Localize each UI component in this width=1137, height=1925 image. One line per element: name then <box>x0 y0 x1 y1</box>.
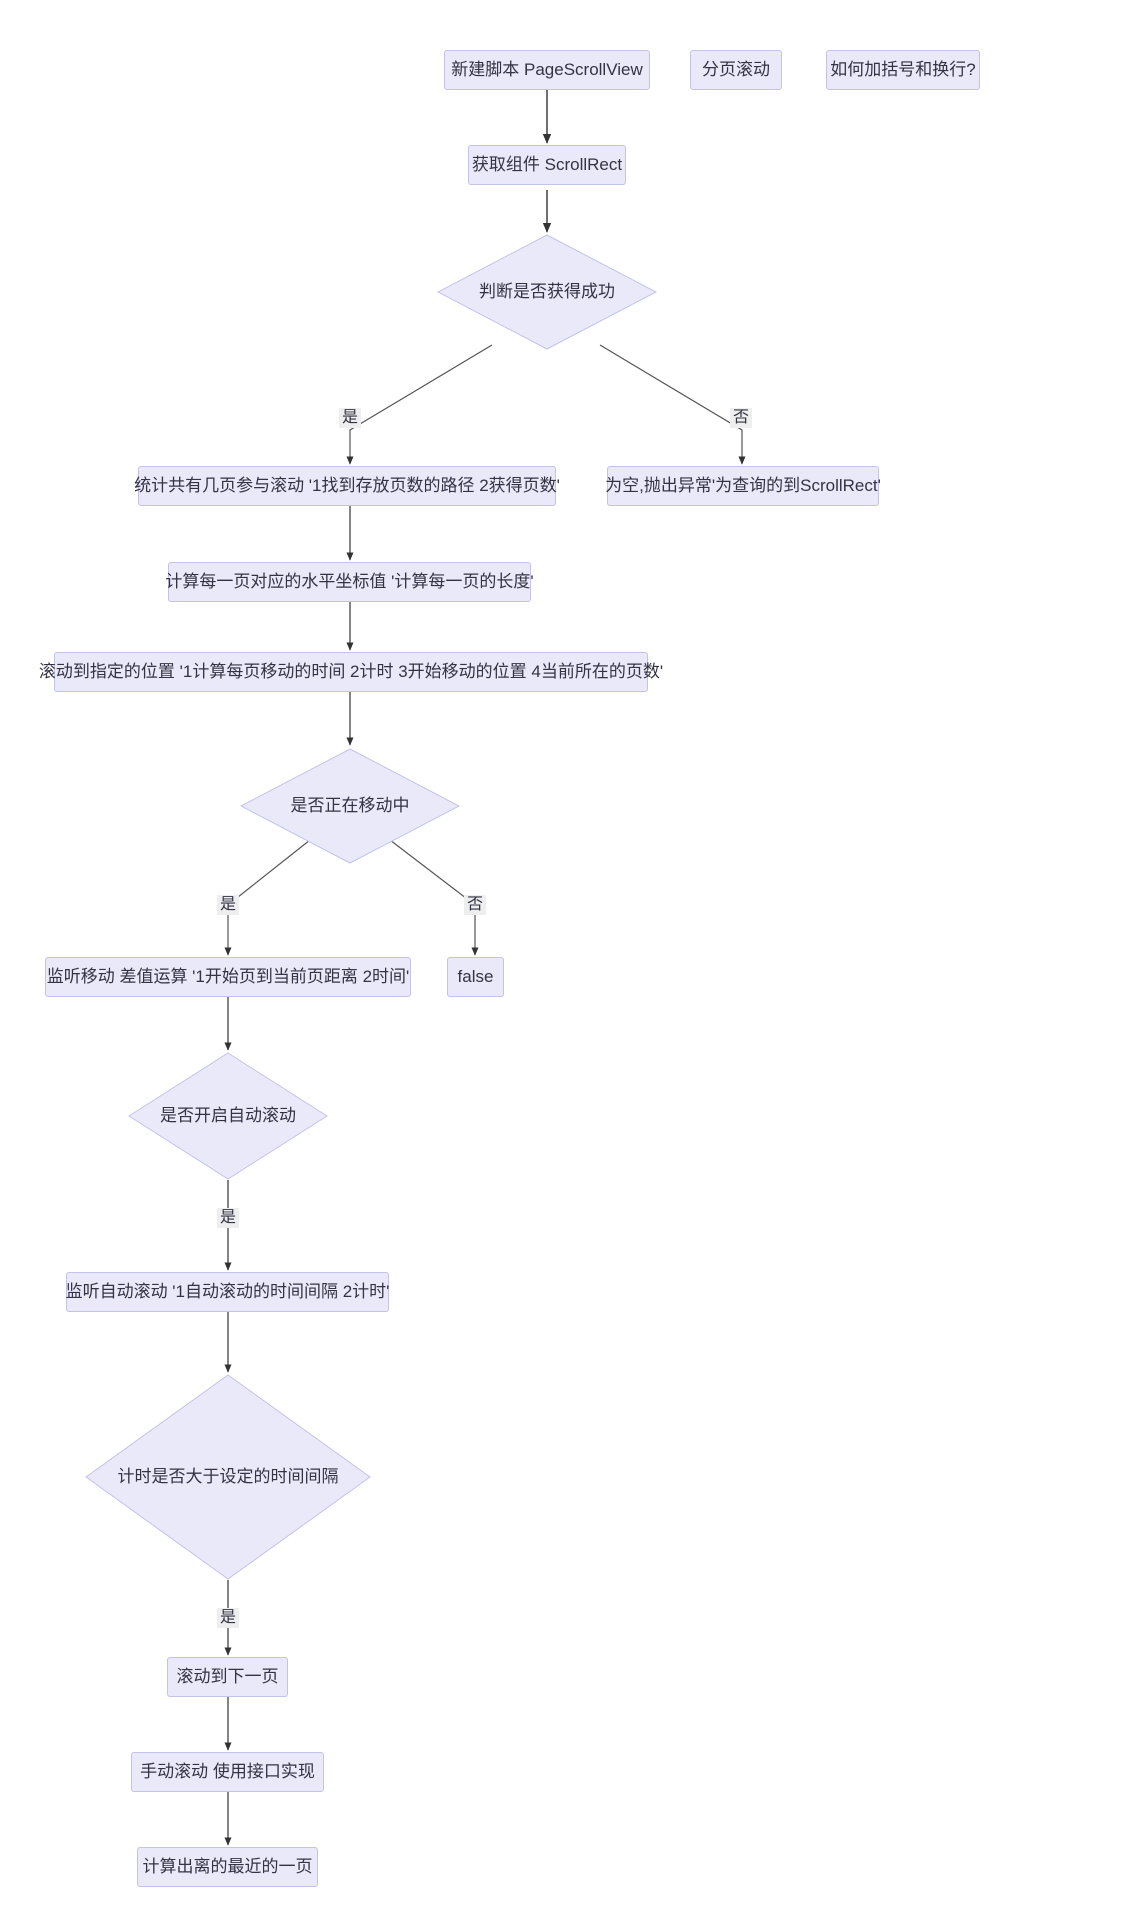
edge-label-text: 否 <box>467 896 484 913</box>
node-new-script[interactable]: 新建脚本 PageScrollView <box>444 50 650 90</box>
node-scroll-next-page[interactable]: 滚动到下一页 <box>167 1657 288 1697</box>
node-compute-nearest-page[interactable]: 计算出离的最近的一页 <box>137 1847 318 1887</box>
edge-label-yes-1: 是 <box>339 408 362 428</box>
node-label: 是否正在移动中 <box>290 796 410 816</box>
edge-label-text: 是 <box>220 896 237 913</box>
node-listen-move[interactable]: 监听移动 差值运算 '1开始页到当前页距离 2时间' <box>45 957 411 997</box>
diamond-shape <box>85 1374 371 1580</box>
node-label: 计时是否大于设定的时间间隔 <box>117 1467 339 1487</box>
node-label: 滚动到下一页 <box>176 1667 279 1687</box>
node-label: 判断是否获得成功 <box>479 282 615 302</box>
node-label: 获取组件 ScrollRect <box>471 155 623 175</box>
edge-label-yes-3: 是 <box>217 1208 240 1228</box>
edge-label-text: 是 <box>342 409 359 426</box>
node-listen-auto-scroll[interactable]: 监听自动滚动 '1自动滚动的时间间隔 2计时' <box>66 1272 389 1312</box>
node-label: false <box>457 967 494 987</box>
node-label: 计算每一页对应的水平坐标值 '计算每一页的长度' <box>165 572 534 592</box>
node-decision-is-moving[interactable]: 是否正在移动中 <box>240 748 460 864</box>
edge-label-no-2: 否 <box>464 895 487 915</box>
node-how-to-bracket-newline[interactable]: 如何加括号和换行? <box>826 50 980 90</box>
node-label: 监听移动 差值运算 '1开始页到当前页距离 2时间' <box>46 967 410 987</box>
node-label: 计算出离的最近的一页 <box>142 1857 313 1877</box>
diamond-shape <box>437 234 657 350</box>
node-decision-acquire-success[interactable]: 判断是否获得成功 <box>437 234 657 350</box>
edge-label-no-1: 否 <box>730 408 753 428</box>
edge-label-text: 是 <box>220 1209 237 1226</box>
diamond-shape <box>240 748 460 864</box>
node-label: 监听自动滚动 '1自动滚动的时间间隔 2计时' <box>65 1282 390 1302</box>
node-compute-page-x[interactable]: 计算每一页对应的水平坐标值 '计算每一页的长度' <box>165 562 534 602</box>
edge-label-text: 否 <box>733 409 750 426</box>
node-decision-auto-scroll-enabled[interactable]: 是否开启自动滚动 <box>128 1052 328 1180</box>
node-throw-exception[interactable]: 为空,抛出异常'为查询的到ScrollRect' <box>605 466 881 506</box>
node-manual-scroll-api[interactable]: 手动滚动 使用接口实现 <box>131 1752 324 1792</box>
edge-n5-n7 <box>599 344 746 465</box>
diamond-shape <box>128 1052 328 1180</box>
node-label: 统计共有几页参与滚动 '1找到存放页数的路径 2获得页数' <box>134 476 560 496</box>
node-false[interactable]: false <box>447 957 504 997</box>
node-label: 如何加括号和换行? <box>830 60 976 80</box>
edge-label-yes-4: 是 <box>217 1608 240 1628</box>
node-label: 手动滚动 使用接口实现 <box>140 1762 315 1782</box>
edge-n5-n6 <box>346 344 493 465</box>
node-count-pages[interactable]: 统计共有几页参与滚动 '1找到存放页数的路径 2获得页数' <box>134 466 560 506</box>
node-label: 是否开启自动滚动 <box>160 1106 296 1126</box>
node-label: 分页滚动 <box>702 60 770 80</box>
node-paged-scroll[interactable]: 分页滚动 <box>690 50 782 90</box>
node-get-scrollrect[interactable]: 获取组件 ScrollRect <box>468 145 626 185</box>
node-label: 为空,抛出异常'为查询的到ScrollRect' <box>605 476 881 496</box>
edge-label-text: 是 <box>220 1609 237 1626</box>
node-scroll-to-position[interactable]: 滚动到指定的位置 '1计算每页移动的时间 2计时 3开始移动的位置 4当前所在的… <box>39 652 663 692</box>
node-label: 滚动到指定的位置 '1计算每页移动的时间 2计时 3开始移动的位置 4当前所在的… <box>38 662 664 682</box>
node-decision-timer-exceeds-interval[interactable]: 计时是否大于设定的时间间隔 <box>85 1374 371 1580</box>
node-label: 新建脚本 PageScrollView <box>451 60 643 80</box>
edge-label-yes-2: 是 <box>217 895 240 915</box>
